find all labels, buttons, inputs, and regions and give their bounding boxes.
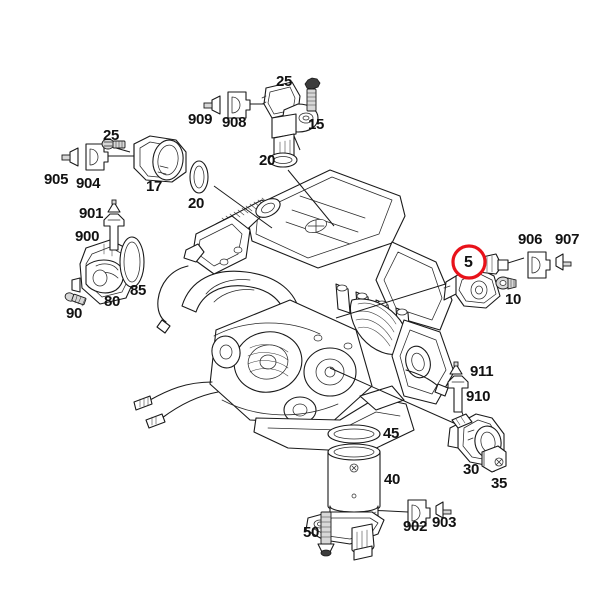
part-50-bolt xyxy=(317,511,335,557)
part-906-connector xyxy=(527,251,551,279)
highlight-circle-part-5 xyxy=(451,244,487,280)
part-90-bolt xyxy=(64,292,87,307)
part-911-seal xyxy=(449,361,463,375)
callout-909: 909 xyxy=(188,111,213,128)
part-904-connector xyxy=(85,143,109,171)
callout-911: 911 xyxy=(470,363,494,380)
callout-906: 906 xyxy=(518,231,543,248)
callout-50: 50 xyxy=(303,524,320,541)
part-17-thermostat-housing xyxy=(133,135,187,183)
engine-block-assembly xyxy=(133,169,455,453)
callout-25-top: 25 xyxy=(276,73,293,90)
callout-25-left: 25 xyxy=(103,127,120,144)
callout-20-top: 20 xyxy=(259,152,276,169)
part-907-seal xyxy=(555,253,572,271)
callout-10: 10 xyxy=(505,291,522,308)
callout-35: 35 xyxy=(491,475,508,492)
callout-80: 80 xyxy=(104,293,121,310)
part-20-oring-top xyxy=(268,152,298,168)
callout-903: 903 xyxy=(432,514,457,531)
part-905-seal xyxy=(61,147,79,167)
callout-15: 15 xyxy=(308,116,325,133)
callout-40: 40 xyxy=(384,471,401,488)
part-908-connector xyxy=(227,91,251,119)
part-909-seal xyxy=(203,95,221,115)
callout-904: 904 xyxy=(76,175,101,192)
callout-902: 902 xyxy=(403,518,428,535)
leader-lines xyxy=(104,103,525,513)
highlight-label-5: 5 xyxy=(464,254,473,271)
part-902-connector xyxy=(407,499,431,527)
callout-900: 900 xyxy=(75,228,100,245)
part-85-oring xyxy=(119,236,145,288)
callout-30: 30 xyxy=(463,461,480,478)
part-903-seal xyxy=(435,501,452,519)
callout-908: 908 xyxy=(222,114,247,131)
callout-910: 910 xyxy=(466,388,491,405)
part-901-seal xyxy=(107,199,121,213)
part-25-bolt-left xyxy=(101,138,126,150)
part-20-oring-left xyxy=(189,160,209,194)
callout-90: 90 xyxy=(66,305,83,322)
part-45-oring xyxy=(327,424,381,444)
part-40-oil-filter-housing xyxy=(305,443,385,561)
callout-17: 17 xyxy=(146,178,163,195)
part-35-bolt xyxy=(481,445,507,473)
callout-45: 45 xyxy=(383,425,400,442)
part-910-connector xyxy=(447,375,469,413)
part-25-bolt-top xyxy=(304,77,321,112)
callout-20-left: 20 xyxy=(188,195,205,212)
callout-85: 85 xyxy=(130,282,147,299)
callout-901: 901 xyxy=(79,205,104,222)
callout-907: 907 xyxy=(555,231,580,248)
part-900-connector xyxy=(103,213,125,251)
callout-905: 905 xyxy=(44,171,69,188)
part-10-bolt xyxy=(495,276,517,290)
